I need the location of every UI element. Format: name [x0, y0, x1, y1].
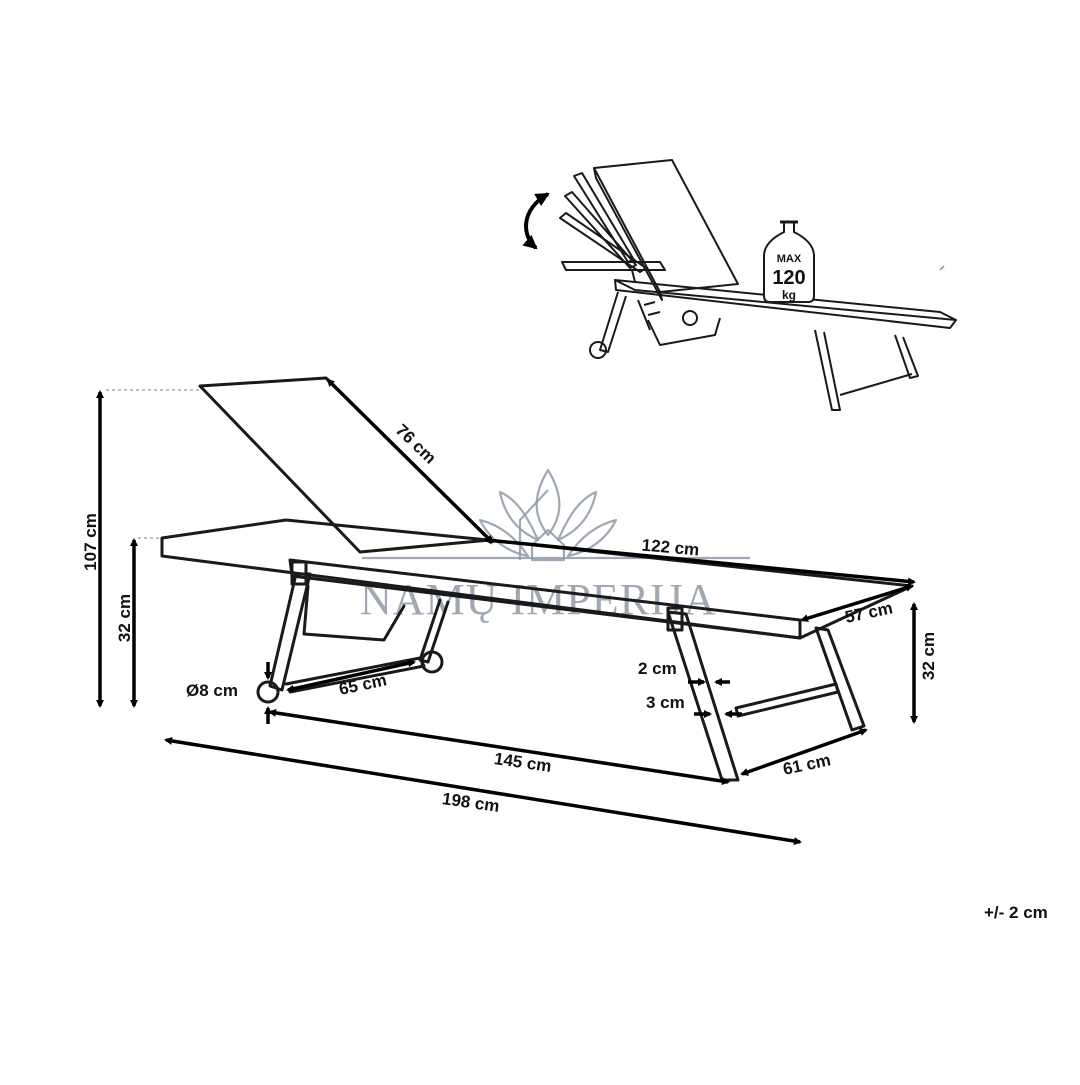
recline-illustration: [522, 159, 957, 411]
brand-logo-text: NAMŲ IMPERIJA: [360, 575, 716, 624]
dim-tube-3: 3 cm: [646, 693, 685, 712]
dim-wheel-diameter: Ø8 cm: [186, 681, 238, 700]
dim-front-leg-span: 65 cm: [337, 670, 388, 699]
dim-backrest-length: 76 cm: [392, 420, 440, 467]
weight-limit-value: 120: [772, 267, 805, 289]
dim-seat-height-left: 32 cm: [115, 594, 134, 642]
edge-mark: [939, 265, 945, 271]
dimension-arrows: [96, 378, 918, 845]
dim-total-height: 107 cm: [81, 513, 100, 571]
dim-tube-2: 2 cm: [638, 659, 677, 678]
tolerance-note: +/- 2 cm: [984, 903, 1048, 922]
dim-rear-leg-span: 61 cm: [781, 750, 832, 779]
dim-width: 57 cm: [843, 598, 894, 627]
dim-seat-length: 122 cm: [641, 536, 700, 560]
weight-limit-unit: kg: [782, 288, 796, 302]
dim-seat-height-right: 32 cm: [919, 632, 938, 680]
weight-limit-label: MAX: [777, 253, 802, 265]
